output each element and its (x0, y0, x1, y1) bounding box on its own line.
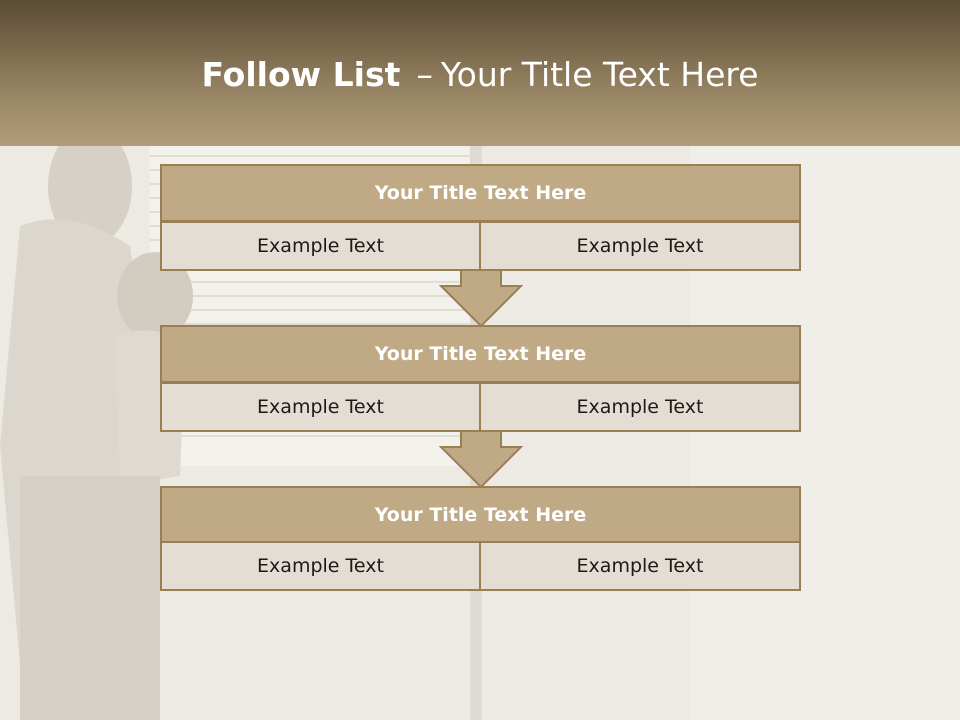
flow-block-1: Your Title Text Here Example Text Exampl… (160, 164, 801, 272)
block-cell-right: Example Text (479, 541, 801, 591)
block-cell-right: Example Text (479, 221, 801, 271)
down-arrow-icon (439, 270, 523, 328)
block-title: Your Title Text Here (160, 486, 801, 544)
block-cell-left: Example Text (160, 221, 481, 271)
slide-title: Follow List–Your Title Text Here (0, 52, 960, 98)
block-title: Your Title Text Here (160, 325, 801, 383)
title-bold-part: Follow List (201, 55, 401, 94)
block-title: Your Title Text Here (160, 164, 801, 222)
block-cell-right: Example Text (479, 382, 801, 432)
title-rest: Your Title Text Here (440, 55, 759, 94)
down-arrow-icon (439, 431, 523, 489)
title-banner (0, 0, 960, 146)
flow-block-2: Your Title Text Here Example Text Exampl… (160, 325, 801, 433)
flow-block-3: Your Title Text Here Example Text Exampl… (160, 486, 801, 592)
block-cell-left: Example Text (160, 382, 481, 432)
block-cell-left: Example Text (160, 541, 481, 591)
title-dash: – (416, 55, 433, 94)
